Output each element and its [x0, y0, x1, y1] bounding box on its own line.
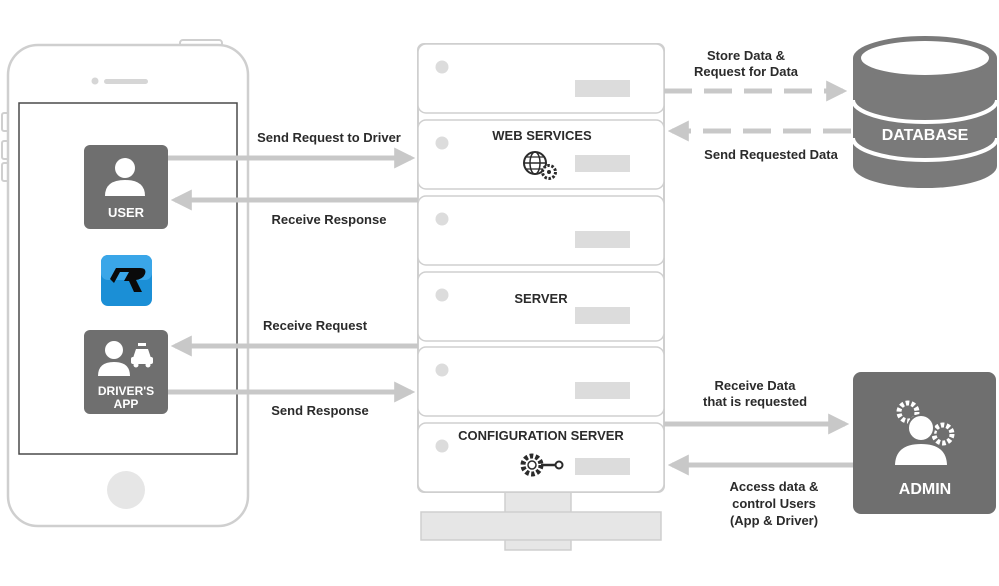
label-receive-request: Receive Request — [263, 318, 368, 333]
server-rack: WEB SERVICES SERVER CONFIGURATION SERVER — [417, 43, 665, 551]
smartphone: USER DRIVER'S APP — [1, 39, 250, 528]
app-logo — [101, 255, 152, 306]
phone-camera — [91, 77, 99, 85]
drivers-app-label-line1: DRIVER'S — [98, 384, 154, 398]
admin-label: ADMIN — [899, 481, 951, 498]
label-send-request-to-driver: Send Request to Driver — [257, 130, 401, 145]
label-access-line1: Access data & — [730, 479, 819, 494]
globe-gear-icon — [523, 151, 557, 180]
label-store-data-line2: Request for Data — [694, 64, 799, 79]
label-receive-data-line1: Receive Data — [715, 378, 797, 393]
server-leds — [435, 60, 449, 453]
taxi-icon — [131, 343, 153, 368]
server-stand — [420, 491, 662, 551]
user-label: USER — [108, 205, 145, 220]
arrows — [168, 80, 853, 476]
admin-box[interactable]: ADMIN — [853, 372, 996, 514]
admin-gears-icon — [896, 400, 955, 446]
drivers-app-box[interactable]: DRIVER'S APP — [84, 330, 168, 414]
label-send-requested-data: Send Requested Data — [704, 147, 838, 162]
drivers-app-label-line2: APP — [114, 397, 139, 411]
label-receive-data-line2: that is requested — [703, 394, 807, 409]
label-receive-response: Receive Response — [272, 212, 387, 227]
label-access-line3: (App & Driver) — [730, 513, 818, 528]
label-store-data-line1: Store Data & — [707, 48, 785, 63]
config-gear-key-icon — [520, 453, 564, 477]
admin-person-icon — [892, 414, 950, 467]
phone-home-button[interactable] — [107, 471, 145, 509]
phone-speaker — [104, 79, 148, 84]
user-box[interactable]: USER — [84, 145, 168, 229]
server-unit-4 — [417, 271, 665, 342]
server-unit-1 — [417, 43, 665, 114]
server-unit-3 — [417, 195, 665, 266]
server-slots — [575, 80, 630, 475]
configuration-server-label: CONFIGURATION SERVER — [458, 428, 624, 443]
server-unit-5 — [417, 346, 665, 417]
database-cylinder: DATABASE — [851, 36, 999, 188]
user-icon — [105, 158, 145, 196]
server-label: SERVER — [514, 291, 568, 306]
label-send-response: Send Response — [271, 403, 369, 418]
web-services-label: WEB SERVICES — [492, 128, 592, 143]
logo-r-mark — [110, 268, 146, 292]
driver-icon — [98, 341, 130, 376]
arrow-labels: Send Request to Driver Receive Response … — [257, 48, 838, 528]
label-access-line2: control Users — [732, 496, 816, 511]
database-label: DATABASE — [882, 127, 969, 144]
